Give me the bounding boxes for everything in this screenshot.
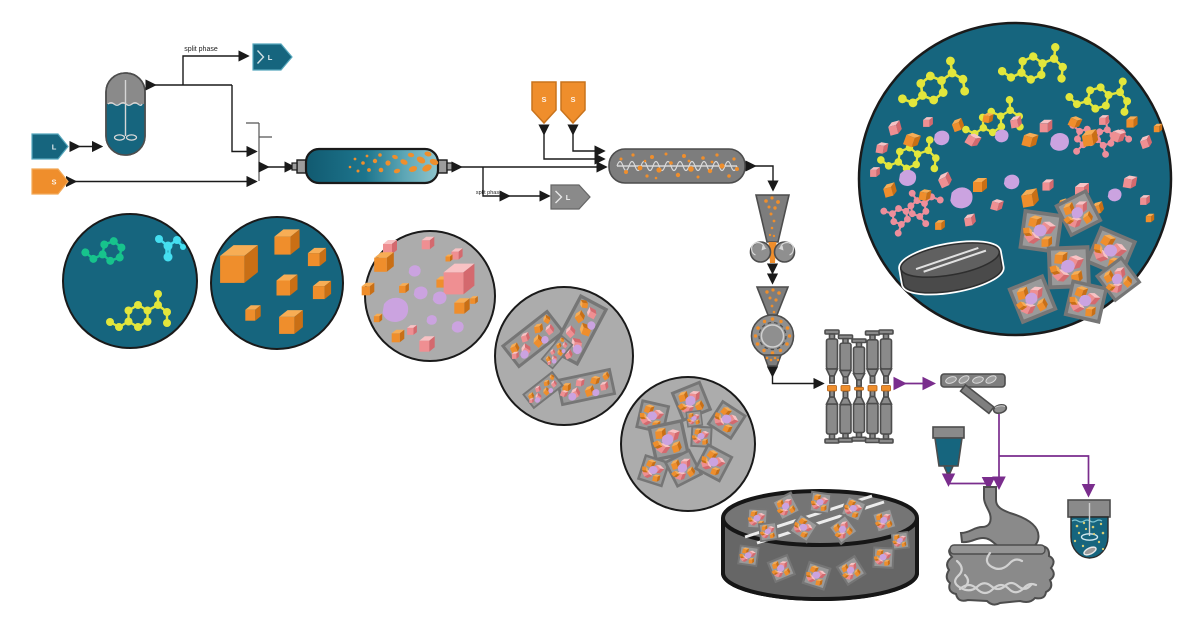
twin-screw-extruder	[608, 148, 746, 184]
split-phase-liquid-flag: L	[252, 43, 293, 71]
tablet-in-vessel	[1083, 546, 1097, 556]
hopper-2-label: S	[570, 95, 575, 104]
mill	[750, 286, 795, 367]
tablets-in-press	[827, 385, 891, 392]
stirrer-paddle	[1080, 533, 1099, 541]
small-intest-coils	[954, 551, 1038, 595]
roller-left	[749, 241, 772, 263]
magnified-circle-molecules	[62, 213, 198, 349]
flow-lines	[65, 50, 825, 390]
magnified-circle-ribbons	[494, 286, 634, 426]
magnified-circle-crystals	[210, 216, 344, 350]
intestines	[945, 544, 1055, 606]
magnified-circle-granules	[620, 376, 756, 512]
feed-liquid-label: L	[52, 143, 57, 152]
outlet-liquid-mid-label: L	[566, 193, 571, 202]
gi-tract	[945, 486, 1055, 606]
transverse-colon	[949, 544, 1046, 555]
score-line	[923, 249, 987, 273]
magnified-circle-tablet-dissolution	[857, 21, 1173, 337]
solid-feed-flag: S	[31, 168, 69, 195]
extruder-particles	[619, 152, 739, 180]
magnified-circle-blend	[361, 230, 496, 362]
falling-tablet	[992, 403, 1008, 415]
split-phase-mid-flag: L	[550, 184, 591, 210]
growing-crystals	[348, 151, 439, 174]
gastric-fluid-beaker	[932, 426, 965, 474]
mill-blades	[760, 324, 785, 348]
powder-hopper-1: S	[531, 81, 557, 125]
tubular-crystallizer	[291, 147, 453, 185]
rotation-arrow-icon	[779, 241, 794, 256]
liquid-feed-flag: L	[31, 133, 69, 160]
chevron-icon	[555, 190, 563, 204]
split-phase-mid-label: split phase	[476, 190, 502, 196]
outlet-liquid-top-label: L	[268, 53, 273, 62]
dissolution-vessel	[1067, 499, 1111, 559]
stirred-tank-reactor	[105, 72, 146, 156]
score-line	[915, 246, 979, 270]
stomach	[959, 486, 1040, 553]
dissolution-flow-lines	[893, 376, 1096, 498]
magnified-tablet-dish	[721, 489, 919, 601]
feed-solid-label: S	[51, 178, 56, 187]
tablet-transfer-chute	[940, 373, 1008, 415]
roller-right	[773, 241, 796, 263]
split-phase-top-label: split phase	[184, 46, 218, 53]
rotation-arrow-icon	[751, 241, 766, 256]
tablet-press	[824, 329, 894, 444]
powder-hopper-2: S	[560, 81, 586, 125]
chevron-icon	[256, 50, 265, 64]
dissolving-particles	[1073, 521, 1105, 551]
hopper-1-label: S	[541, 95, 546, 104]
roller-compactor	[749, 194, 796, 263]
dissolving-tablet	[898, 240, 1005, 296]
